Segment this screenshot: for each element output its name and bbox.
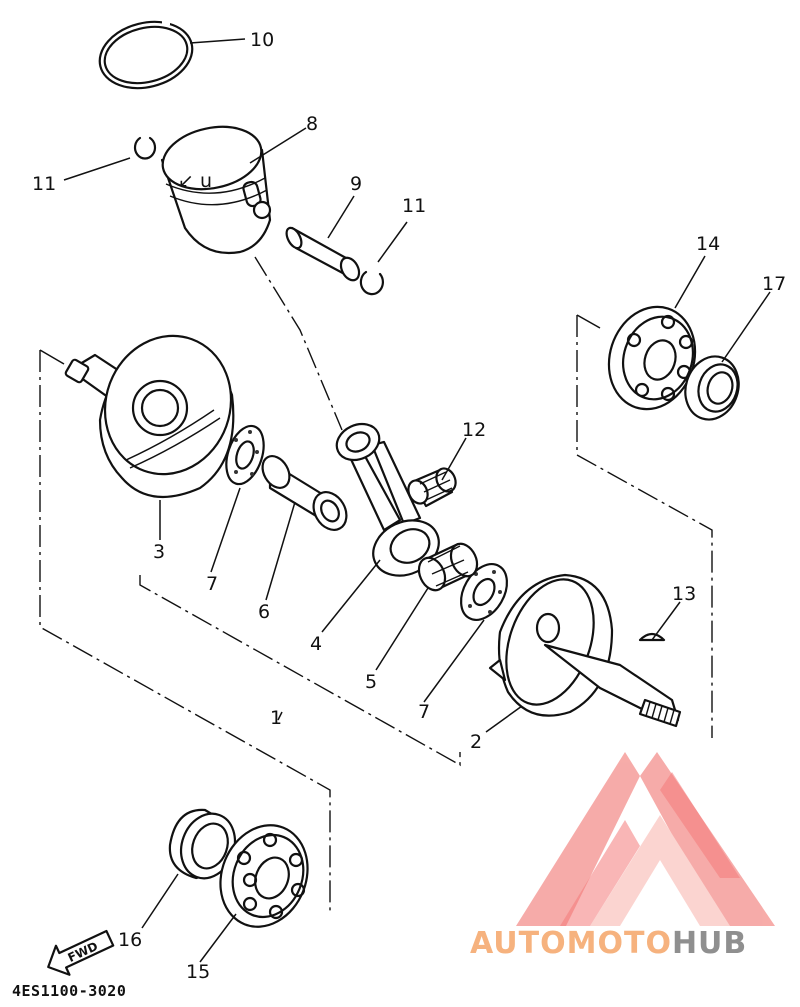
piston-pin (285, 226, 361, 282)
callout-3: 3 (153, 541, 165, 563)
callout-5: 5 (365, 671, 377, 693)
callout-10: 10 (250, 29, 274, 51)
callout-13: 13 (672, 583, 696, 605)
callout-7a: 7 (206, 573, 218, 595)
callout-6: 6 (258, 601, 270, 623)
callout-2: 2 (470, 731, 482, 753)
callout-15: 15 (186, 961, 210, 983)
callout-labels: 10 8 11 9 11 14 17 12 3 7 6 4 13 5 1 7 2… (32, 29, 786, 983)
leader-lines (63, 38, 771, 963)
automotohub-logo (516, 752, 775, 926)
oil-seal-left (168, 808, 237, 880)
callout-7b: 7 (418, 701, 430, 723)
callout-4: 4 (310, 633, 322, 655)
thrust-washer-right (459, 563, 509, 621)
assembly-brackets (39, 314, 713, 915)
piston-ring (98, 19, 194, 90)
fwd-arrow: FWD (47, 929, 115, 976)
piston: ↙ u (160, 125, 272, 254)
crank-half-left (64, 334, 235, 499)
circlip-right (359, 270, 384, 296)
callout-17: 17 (762, 273, 786, 295)
callout-12: 12 (462, 419, 486, 441)
callout-11a: 11 (32, 173, 56, 195)
connecting-rod (335, 422, 440, 577)
circlip-left (133, 136, 157, 160)
oil-seal-right (684, 355, 740, 421)
thrust-washer-left (225, 424, 265, 486)
brand-name: AUTOMOTOHUB (470, 926, 747, 961)
bearing-left (219, 824, 309, 928)
bearing-right (607, 305, 697, 411)
callout-9: 9 (350, 173, 362, 195)
crank-half-right (488, 573, 682, 728)
brand-part-hub: HUB (672, 926, 747, 961)
small-end-bearing (407, 467, 457, 508)
callout-8: 8 (306, 113, 318, 135)
callout-14: 14 (696, 233, 720, 255)
callout-11b: 11 (402, 195, 426, 217)
brand-part-automoto: AUTOMOTO (470, 926, 672, 961)
woodruff-key (638, 632, 666, 642)
callout-1: 1 (270, 707, 282, 729)
svg-text:↙ u: ↙ u (178, 170, 212, 192)
crank-pin (261, 455, 348, 531)
callout-16: 16 (118, 929, 142, 951)
big-end-bearing (417, 542, 479, 592)
part-code: 4ES1100-3020 (12, 982, 126, 1000)
